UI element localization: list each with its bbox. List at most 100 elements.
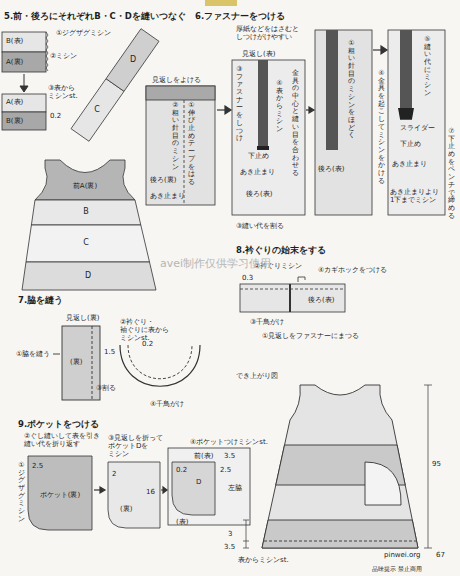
- fabric-piece-label: B: [81, 206, 91, 217]
- side-seam-detail: [92, 326, 93, 400]
- piece-letter: B: [83, 207, 89, 216]
- section-heading: 9.ポケットをつける: [18, 420, 99, 430]
- neckline-detail: [240, 289, 345, 290]
- callout-label: 0.3: [242, 274, 253, 282]
- callout-label: ④金具を起こしてミシンをかける: [378, 70, 385, 185]
- pocket-piece: [108, 462, 160, 528]
- side-seam-detail: [62, 326, 100, 400]
- zipper-panel: [232, 60, 305, 215]
- callout-label: あき止まりより 1下までミシン: [390, 188, 439, 204]
- dimension-line: [243, 548, 249, 549]
- callout-label: ①ジグザグミシン: [18, 462, 25, 524]
- callout-label: 0.2: [142, 340, 153, 348]
- step-arrow: [20, 74, 28, 92]
- callout-label: ③表から ミシンst.: [48, 84, 78, 100]
- callout-label: ②衿ぐり・袖ぐりに表から ミシンst.: [120, 318, 169, 342]
- zipper: [258, 60, 268, 146]
- callout-label: (裏): [70, 358, 82, 366]
- callout-label: ⑦下止めをペンチで締める: [448, 128, 455, 220]
- callout-label: ②ミシン: [50, 52, 77, 60]
- callout-label: ⑤縫い代にミシン: [424, 36, 431, 98]
- callout-label: 3.5: [224, 452, 235, 460]
- zigzag-stitch: [46, 32, 48, 71]
- callout-label: ①見返しをファスナーにまつる: [262, 332, 359, 340]
- callout-label: ④ポケットつけミシンst.: [190, 438, 268, 446]
- fabric-piece: [2, 112, 46, 130]
- dimension-line: [243, 520, 249, 521]
- callout-label: 2.5: [32, 462, 43, 470]
- zipper: [398, 108, 414, 119]
- pocket-piece: [28, 456, 92, 530]
- fabric-strip: [71, 79, 124, 142]
- zipper-panel: [315, 30, 372, 215]
- zipper-panel: [388, 30, 445, 215]
- zipper-panel: [146, 86, 215, 100]
- callout-label: ③見返しを折って ポケットDを ミシン: [108, 434, 163, 458]
- figure-title: でき上がり図: [236, 372, 278, 380]
- callout-label: B(表): [6, 37, 23, 45]
- pocket-piece: [172, 462, 215, 515]
- callout-label: (表): [176, 518, 188, 526]
- callout-label: (裏): [120, 505, 132, 513]
- page-ornament: [205, 0, 237, 6]
- piece-letter: D: [130, 55, 136, 64]
- callout-label: 2.5: [220, 466, 231, 474]
- callout-label: 見返し(裏): [66, 314, 99, 322]
- callout-label: ①ジグザグミシン: [56, 29, 111, 37]
- watermark: pinwei.org: [384, 551, 421, 559]
- callout-label: 後ろ(表): [318, 165, 344, 173]
- callout-label: 2: [112, 470, 116, 478]
- section-heading: 8.衿ぐりの始末をする: [236, 246, 326, 256]
- zipper-panel: [184, 100, 185, 205]
- finished-dress: [262, 385, 418, 548]
- piece-letter: 前A(裏): [73, 182, 97, 190]
- fabric-piece: [2, 52, 46, 72]
- page-number: 67: [436, 551, 445, 559]
- neckline-detail: [240, 277, 345, 312]
- dimension-line: [243, 385, 432, 548]
- dimension-line: [428, 385, 429, 548]
- finished-dress: [262, 385, 418, 548]
- dress-front: [26, 225, 150, 262]
- zipper-panel: [146, 30, 445, 215]
- step-arrow: [94, 487, 167, 493]
- step-arrow: [225, 106, 231, 114]
- callout-label: 後ろ(裏): [150, 176, 176, 184]
- callout-label: 前(表): [194, 452, 213, 460]
- dress-front: [22, 160, 156, 290]
- callout-label: ③ファスナーをしつけ: [236, 66, 243, 143]
- callout-label: ④カギホックをつける: [318, 266, 387, 274]
- neckline-detail: [298, 277, 305, 282]
- callout-label: 表からミシンst.: [238, 556, 289, 564]
- section-heading: 6.ファスナーをつける: [195, 12, 285, 22]
- callout-label: ③縫い代を割る: [236, 222, 284, 230]
- pocket-piece: [168, 448, 250, 525]
- dimension: 3.5: [224, 543, 235, 551]
- callout-label: ①粗い針目のミシンをほどく: [348, 40, 355, 140]
- pocket-piece: [28, 448, 250, 530]
- callout-label: あき止まり: [150, 192, 185, 200]
- fabric-piece: [2, 32, 46, 52]
- finished-dress: [365, 462, 401, 505]
- callout-label: 金具の中心と縫い目を合わせる: [292, 70, 299, 178]
- callout-label: ①伸び止めテープをはる: [188, 102, 195, 187]
- callout-label: 0.2: [176, 466, 187, 474]
- callout-label: 見返し(表): [242, 50, 275, 58]
- fabric-piece-label: C: [92, 104, 102, 115]
- neckline-detail: [289, 284, 291, 312]
- side-seam-detail: [120, 345, 200, 386]
- callout-label: 下止め: [400, 140, 421, 148]
- finished-dress: [264, 541, 416, 542]
- section-heading: 5.前・後ろにそれぞれB・C・Dを縫いつなぐ: [4, 12, 186, 22]
- fabric-strip: [106, 29, 159, 92]
- callout-label: D: [196, 478, 201, 486]
- dress-front: [35, 160, 135, 200]
- callout-label: 16: [146, 488, 155, 496]
- dress-front: [31, 200, 140, 225]
- piece-letter: ポケット(裏): [40, 491, 80, 499]
- callout-label: 0.2: [50, 112, 61, 120]
- fabric-piece-label: ポケット(裏): [38, 490, 82, 500]
- side-seam-detail: [53, 354, 60, 355]
- callout-label: スライダー: [400, 124, 435, 132]
